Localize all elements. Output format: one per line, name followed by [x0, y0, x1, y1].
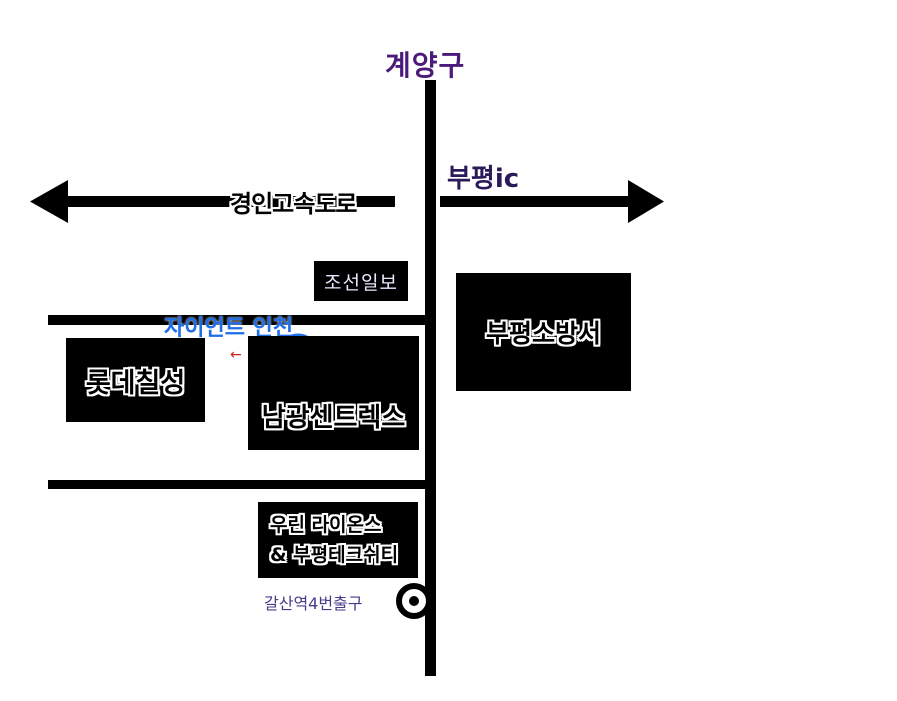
namgwang-label: 남광센트렉스 [261, 403, 406, 433]
namgwang-box: 남광센트렉스 [248, 336, 419, 450]
fire-station-label: 부평소방서 [485, 319, 601, 348]
woorin-label-line1: 우린 라이온스 [270, 514, 382, 536]
expressway-label: 경인고속도로 [230, 190, 357, 218]
lower-local-road [48, 480, 432, 489]
arrow-right-icon [628, 180, 664, 223]
newspaper-label: 조선일보 [324, 271, 398, 294]
station-marker-icon [396, 583, 432, 619]
lotte-label: 롯데칠성 [85, 367, 186, 399]
district-label: 계양구 [385, 49, 466, 82]
station-exit-label: 갈산역4번출구 [264, 594, 363, 613]
main-vertical-road [425, 80, 436, 676]
lotte-box: 롯데칠성 [66, 338, 205, 422]
expressway-road [60, 196, 640, 207]
fire-station-box: 부평소방서 [456, 273, 631, 391]
woorin-label-line2: & 부평테크쉬티 [270, 544, 399, 566]
small-arrow-icon: ← [230, 347, 242, 363]
upper-local-road [48, 315, 432, 325]
arrow-left-icon [30, 180, 68, 223]
interchange-label: 부평ic [447, 164, 520, 194]
newspaper-box: 조선일보 [314, 261, 408, 301]
vertical-through-gap [425, 190, 436, 212]
woorin-box: 우린 라이온스 & 부평테크쉬티 [258, 502, 418, 578]
